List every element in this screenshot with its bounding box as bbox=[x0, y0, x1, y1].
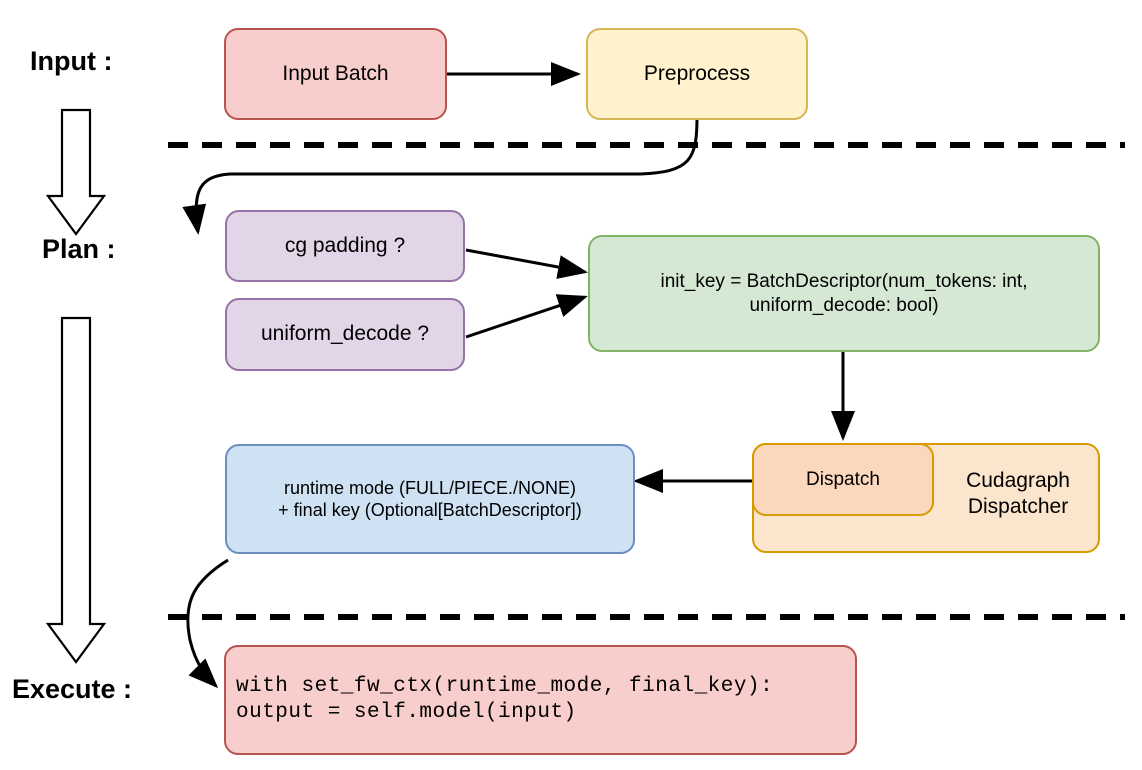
stage-label-plan: Plan : bbox=[42, 234, 116, 264]
stage-label-input: Input : bbox=[30, 46, 113, 76]
node-execute-code[interactable]: with set_fw_ctx(runtime_mode, final_key)… bbox=[224, 645, 857, 755]
edge-cg-padding-to-init-key bbox=[465, 248, 588, 279]
plan-to-execute-block-arrow bbox=[45, 316, 107, 664]
edge-uniform-decode-to-init-key bbox=[465, 294, 588, 339]
node-cg-padding[interactable]: cg padding ? bbox=[225, 210, 465, 282]
node-dispatch[interactable]: Dispatch bbox=[752, 443, 934, 516]
node-input-batch[interactable]: Input Batch bbox=[224, 28, 447, 120]
edge-runtime-mode-to-execute-code bbox=[186, 558, 229, 689]
node-uniform-decode[interactable]: uniform_decode ? bbox=[225, 298, 465, 371]
edge-preprocess-to-cg-padding bbox=[182, 116, 699, 235]
node-runtime-mode[interactable]: runtime mode (FULL/PIECE./NONE) + final … bbox=[225, 444, 635, 554]
input-to-plan-block-arrow bbox=[45, 108, 107, 236]
stage-label-execute: Execute : bbox=[12, 674, 133, 704]
node-preprocess[interactable]: Preprocess bbox=[586, 28, 808, 120]
node-init-key[interactable]: init_key = BatchDescriptor(num_tokens: i… bbox=[588, 235, 1100, 352]
